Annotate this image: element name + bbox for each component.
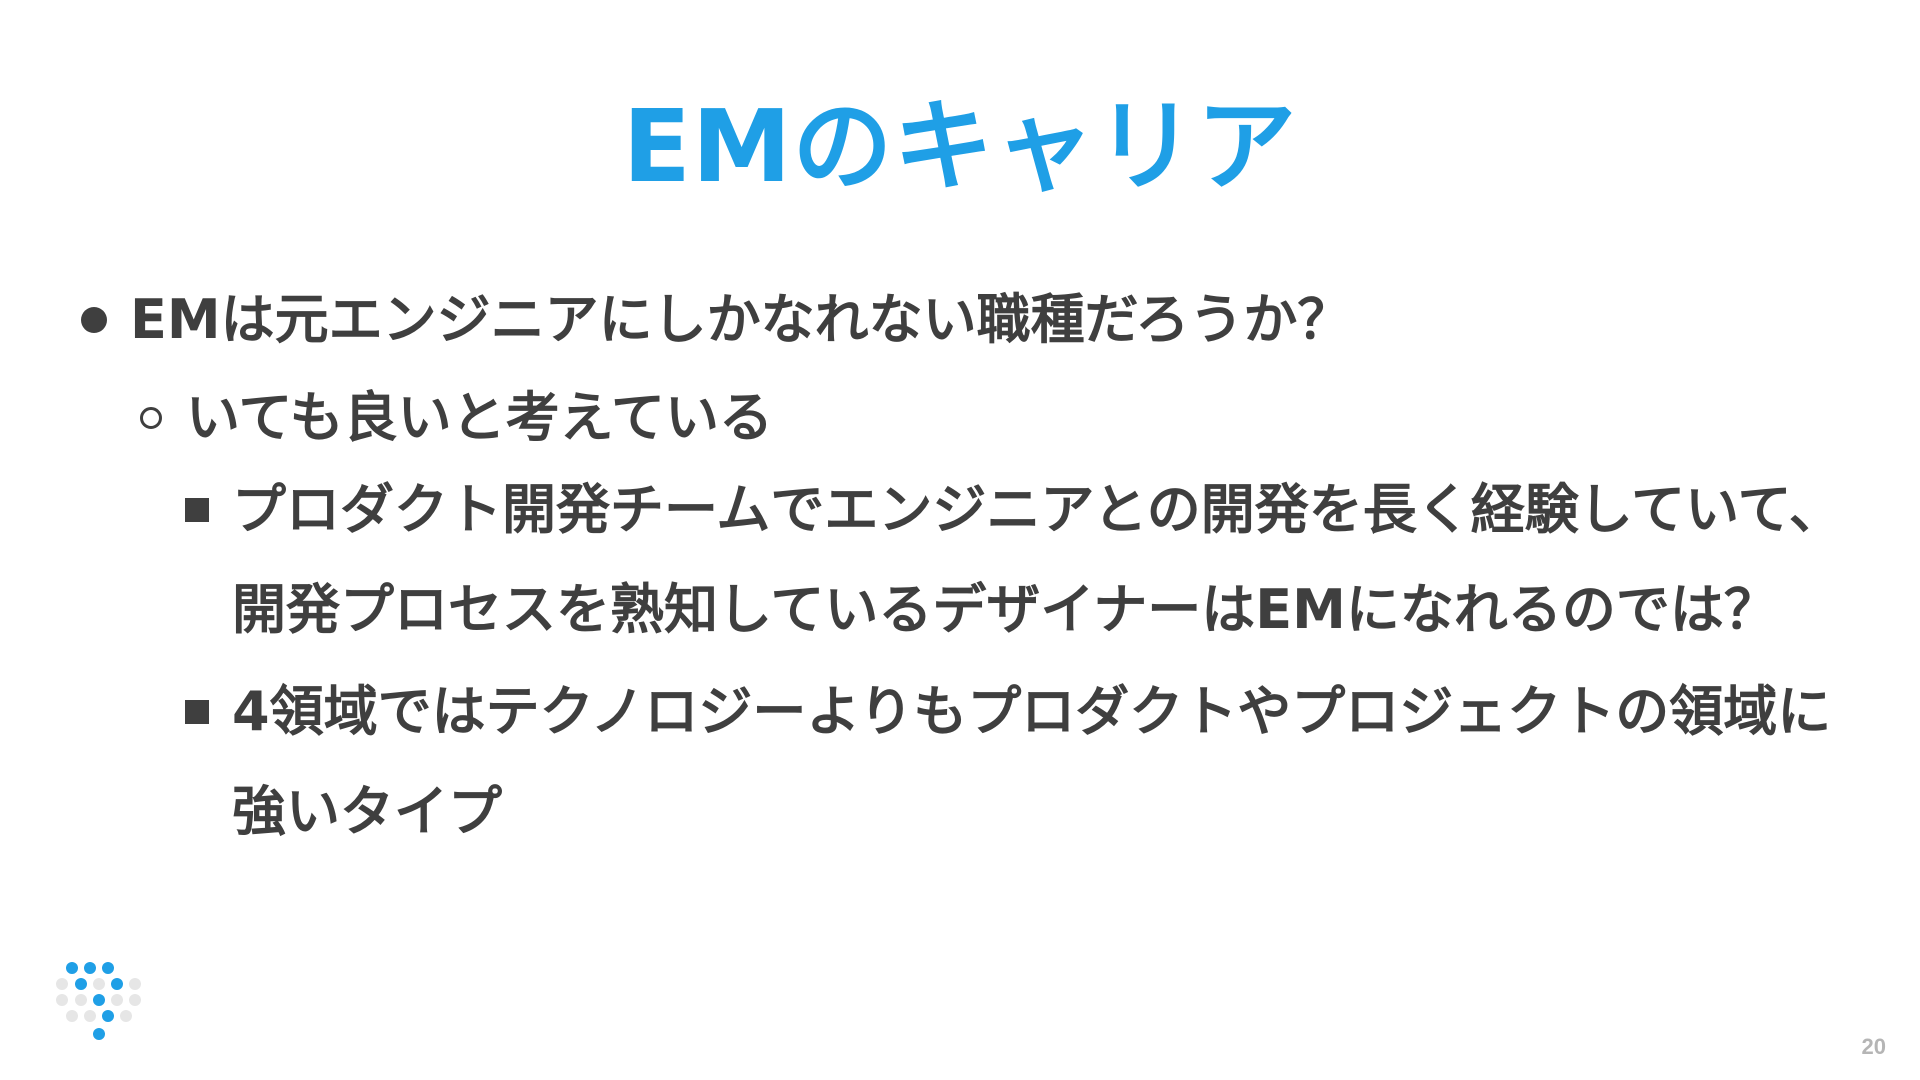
bullet-item-level3: 4領域ではテクノロジーよりもプロダクトやプロジェクトの領域に強いタイプ [170, 662, 1868, 862]
hollow-circle-bullet-icon [124, 378, 186, 458]
bullet-list: EMは元エンジニアにしかなれない職種だろうか？ いても良いと考えている プロダク… [68, 280, 1868, 862]
page-number: 20 [1861, 1034, 1886, 1059]
bullet-item-level3: プロダクト開発チームでエンジニアとの開発を長く経験していて、開発プロセスを熟知し… [170, 460, 1868, 660]
bullet-text: 4領域ではテクノロジーよりもプロダクトやプロジェクトの領域に強いタイプ [232, 680, 1832, 843]
bullet-item-level1: EMは元エンジニアにしかなれない職種だろうか？ [68, 280, 1868, 360]
bullet-item-level2: いても良いと考えている [124, 378, 1868, 458]
bullet-text: EMは元エンジニアにしかなれない職種だろうか？ [130, 288, 1352, 351]
square-bullet-icon [170, 662, 232, 762]
slide-title: EMのキャリア [622, 88, 1298, 205]
square-bullet-icon [170, 460, 232, 560]
filled-circle-bullet-icon [68, 280, 130, 360]
bullet-text: プロダクト開発チームでエンジニアとの開発を長く経験していて、開発プロセスを熟知し… [232, 478, 1843, 641]
bullet-text: いても良いと考えている [186, 386, 773, 449]
dot-grid-logo-icon [56, 962, 141, 1040]
